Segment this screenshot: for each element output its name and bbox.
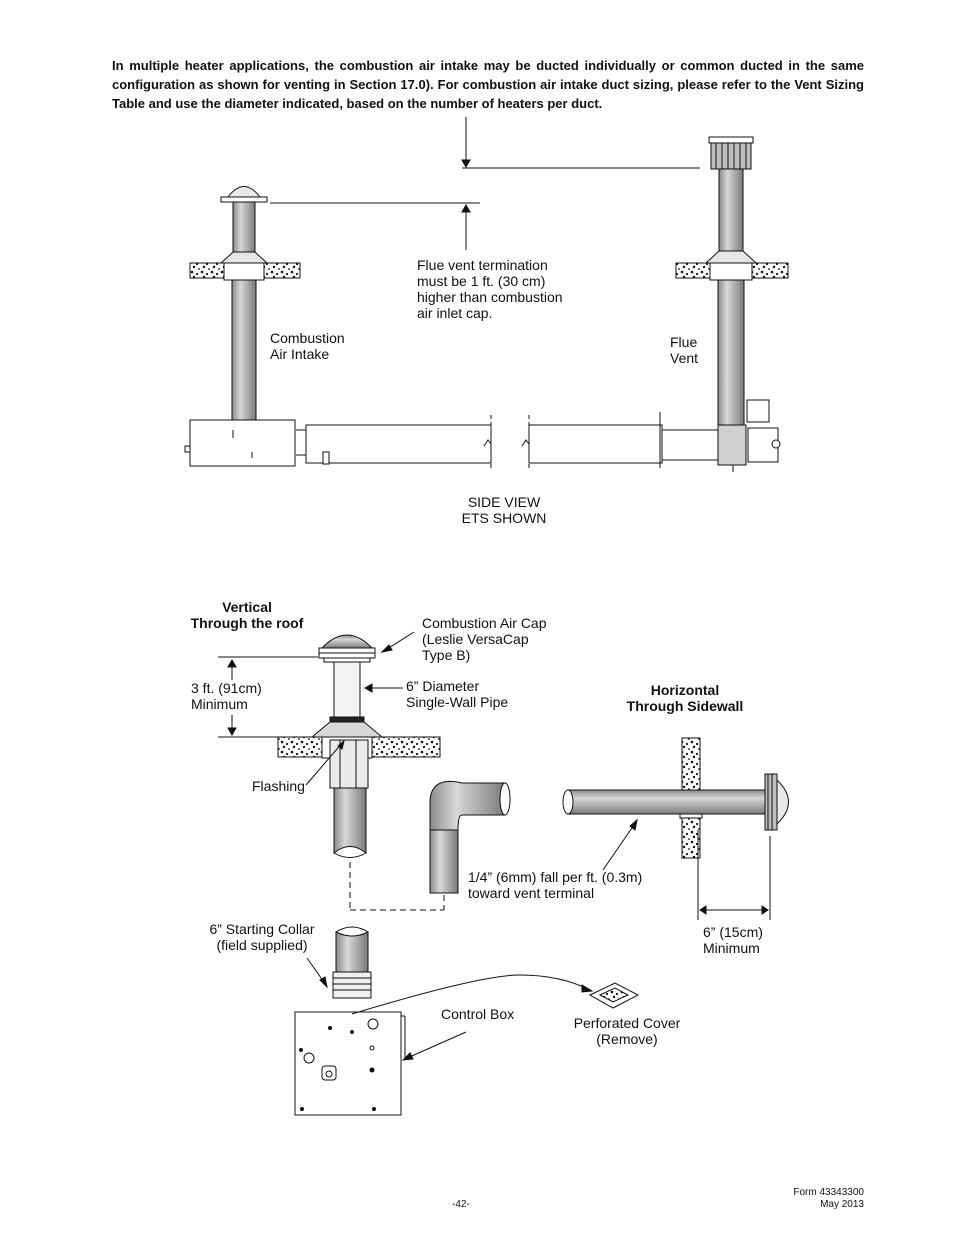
heater-duct-right bbox=[528, 424, 663, 464]
combustion-air-intake-label: Combustion Air Intake bbox=[270, 330, 345, 362]
intro-bold-vent-sizing-table: Vent Sizing Table bbox=[112, 77, 864, 111]
perforated-cover bbox=[588, 982, 640, 1009]
horizontal-title: Horizontal Through Sidewall bbox=[626, 682, 744, 714]
intro-text-1: In bbox=[112, 58, 130, 73]
elbow-pipe bbox=[429, 780, 511, 894]
flashing bbox=[310, 721, 384, 738]
side-view bbox=[184, 117, 789, 472]
vertical-title: Vertical Through the roof bbox=[190, 599, 304, 631]
sidewall-cap bbox=[776, 778, 789, 826]
form-info: Form 43343300 May 2013 bbox=[793, 1187, 864, 1210]
intro-bold-multiple-heater: multiple heater applications bbox=[129, 58, 306, 73]
intro-text-3: and use the diameter indicated, based on… bbox=[145, 96, 603, 111]
flue-vent-pipe bbox=[717, 279, 745, 426]
detail-view bbox=[218, 631, 789, 1116]
heater-duct-left bbox=[305, 424, 492, 464]
starting-collar bbox=[332, 926, 372, 999]
termination-note: Flue vent termination must be 1 ft. (30 … bbox=[417, 257, 563, 321]
perforated-cover-label: Perforated Cover (Remove) bbox=[573, 1015, 681, 1047]
page-number: -42- bbox=[452, 1199, 470, 1210]
flashing-label: Flashing bbox=[252, 778, 305, 794]
blower-assembly bbox=[717, 424, 747, 466]
wall-minimum-label: 6” (15cm) Minimum bbox=[703, 924, 763, 956]
flue-vent-cap bbox=[704, 136, 758, 264]
control-box-label: Control Box bbox=[441, 1006, 515, 1022]
intro-paragraph: In multiple heater applications, the com… bbox=[112, 56, 864, 113]
air-intake-pipe bbox=[231, 279, 257, 421]
pipe-label: 6” Diameter Single-Wall Pipe bbox=[406, 678, 509, 710]
intro-text-2: , the combustion air intake may be ducte… bbox=[112, 58, 865, 92]
starting-collar-label: 6” Starting Collar (field supplied) bbox=[209, 921, 315, 953]
heater-unit bbox=[189, 419, 296, 467]
height-minimum-label: 3 ft. (91cm) Minimum bbox=[191, 680, 262, 712]
air-intake-cap bbox=[218, 186, 270, 265]
single-wall-pipe bbox=[333, 661, 361, 718]
control-box bbox=[294, 1011, 406, 1116]
combustion-air-cap bbox=[318, 634, 376, 663]
sidewall-pipe bbox=[563, 789, 771, 815]
flue-vent-label: Flue Vent bbox=[670, 334, 699, 366]
fall-label: 1/4” (6mm) fall per ft. (0.3m) toward ve… bbox=[468, 869, 643, 901]
side-view-caption: SIDE VIEW ETS SHOWN bbox=[461, 494, 547, 526]
combustion-air-cap-label: Combustion Air Cap (Leslie VersaCap Type… bbox=[422, 615, 547, 663]
